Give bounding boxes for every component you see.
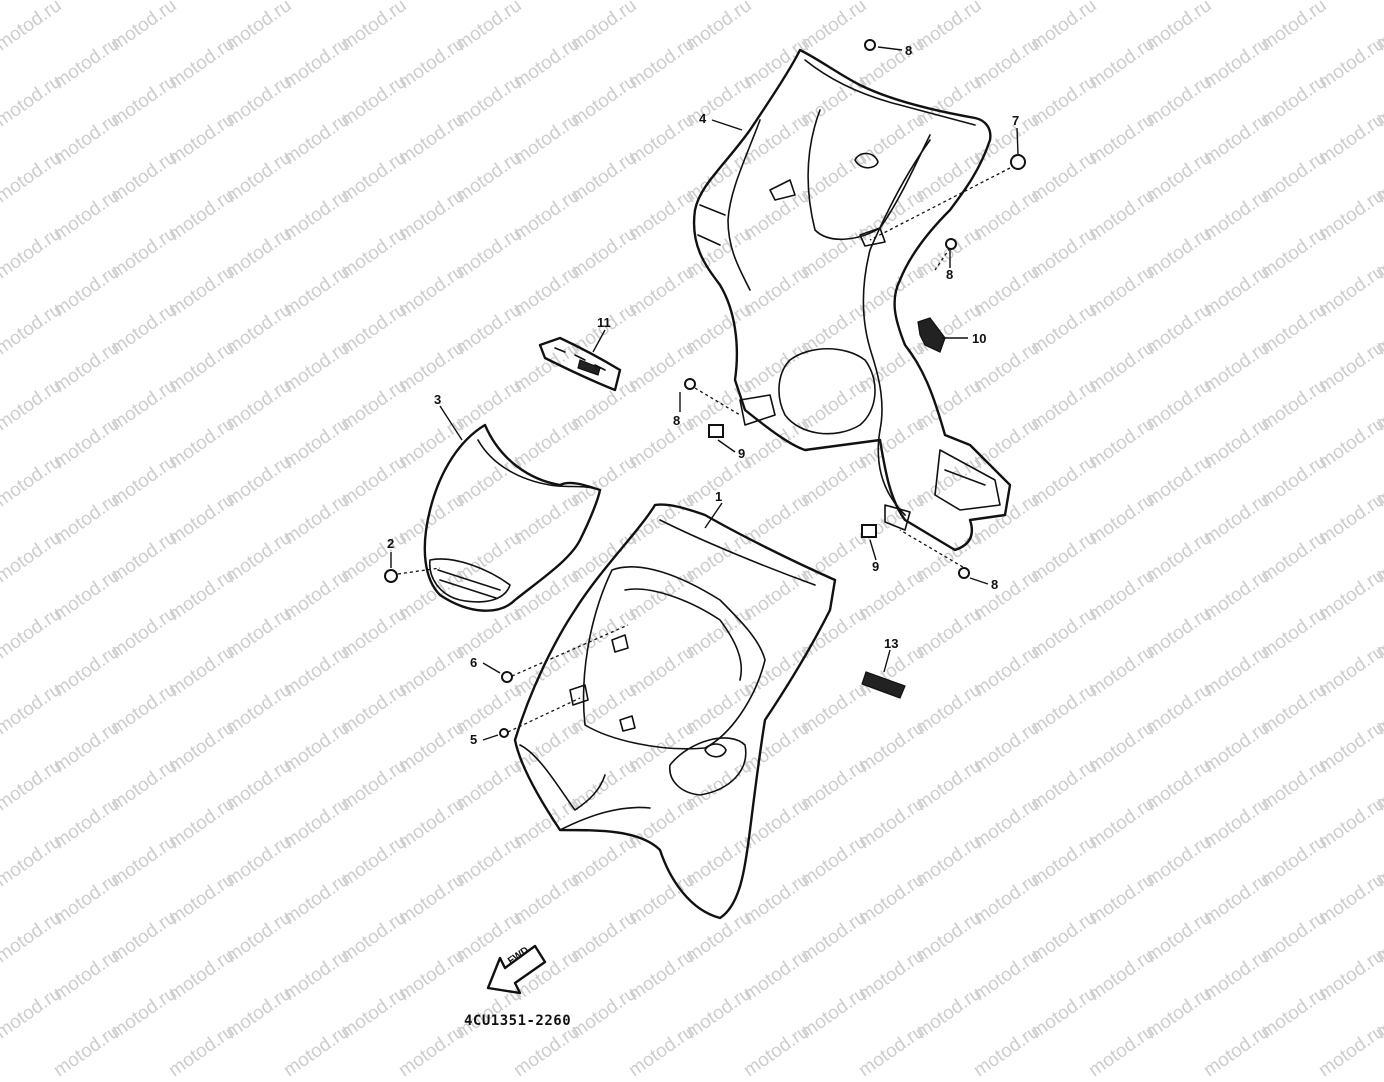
callout-8-left: 8: [673, 413, 681, 428]
fwd-arrow-icon: [486, 944, 547, 995]
callout-13: 13: [884, 636, 899, 651]
assembly-lines: [397, 167, 1011, 733]
part-13-emblem: [861, 671, 906, 699]
part-11-grille: [538, 336, 622, 392]
callout-5: 5: [470, 732, 478, 747]
leader-lines: [390, 46, 1019, 741]
callout-9-right: 9: [872, 559, 880, 574]
callout-6: 6: [470, 655, 478, 670]
part-4-leg-shield: [692, 48, 1012, 552]
part-3-top-cover: [423, 423, 602, 612]
callout-3: 3: [434, 392, 442, 407]
diagram-code: 4CU1351-2260: [464, 1013, 572, 1029]
callout-10: 10: [972, 331, 987, 346]
part-1-front-cover: [513, 503, 837, 920]
callout-8-right: 8: [946, 267, 954, 282]
callout-1: 1: [715, 489, 723, 504]
callout-8-top: 8: [905, 43, 913, 58]
callout-7: 7: [1012, 113, 1020, 128]
callout-11: 11: [597, 315, 611, 330]
callout-2: 2: [387, 536, 395, 551]
exploded-parts-diagram: [384, 39, 1026, 995]
part-10-bracket: [917, 317, 946, 353]
fasteners: [384, 39, 1026, 738]
callout-9-left: 9: [738, 446, 746, 461]
callout-8-bottom: 8: [991, 577, 999, 592]
callout-4: 4: [699, 111, 707, 126]
